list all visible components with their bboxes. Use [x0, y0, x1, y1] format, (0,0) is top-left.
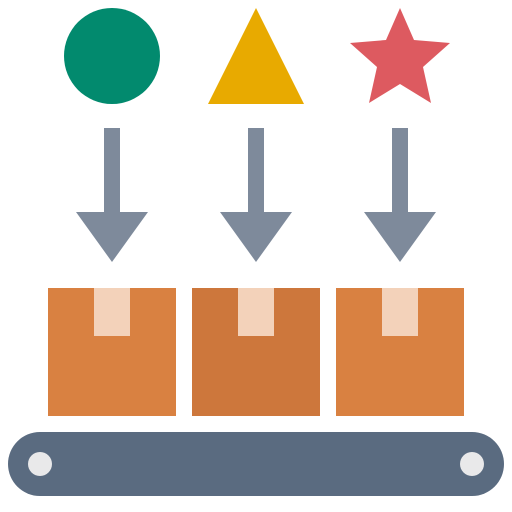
arrow-down-icon	[220, 128, 292, 262]
triangle-icon	[208, 8, 304, 104]
arrow-down-icon	[364, 128, 436, 262]
arrow-down-icon	[76, 128, 148, 262]
conveyor-belt-icon	[8, 432, 504, 496]
box-icon	[192, 288, 320, 416]
circle-icon	[64, 8, 160, 104]
box-icon	[336, 288, 464, 416]
box-icon	[48, 288, 176, 416]
roller-icon	[460, 452, 484, 476]
roller-icon	[28, 452, 52, 476]
star-icon	[350, 8, 450, 103]
